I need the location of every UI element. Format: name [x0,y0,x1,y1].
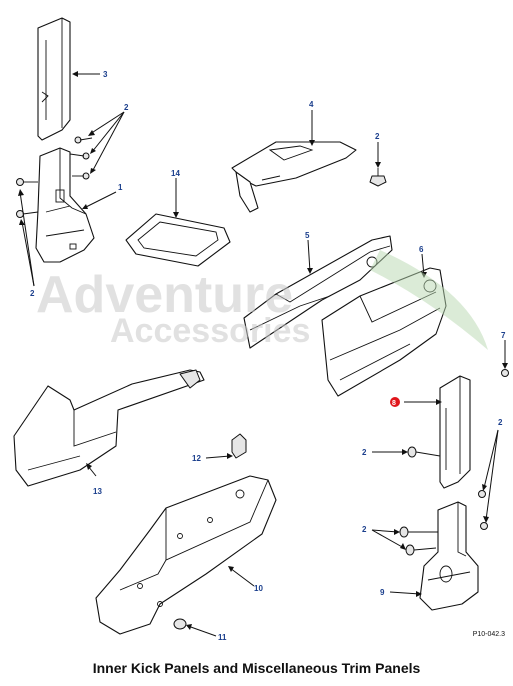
screw-7 [501,369,509,377]
leader-lines [18,71,508,637]
callout-1: 1 [118,183,123,192]
callout-8-highlight [390,397,400,407]
callout-2: 2 [362,448,367,457]
callout-11: 11 [218,633,227,642]
callout-3: 3 [103,70,108,79]
part-9-lower-kick-panel-right [419,501,479,611]
callout-10: 10 [254,584,263,593]
part-10-lower-panel [95,475,277,635]
callout-2: 2 [375,132,380,141]
part-13-side-panel [13,369,205,487]
callout-2: 2 [124,103,129,112]
callout-7: 7 [501,331,506,340]
screw-4 [369,168,387,187]
callout-6: 6 [419,245,424,254]
part-12-clip [231,433,247,459]
part-14-seal-frame [125,213,231,267]
drawing-code: P10-042.3 [472,631,505,638]
callout-8: 8 [392,400,396,407]
part-1-lower-kick-panel [35,147,95,263]
part-8-upper-kick-panel-right [439,375,471,489]
part-11-plug [173,618,187,630]
callout-13: 13 [93,487,102,496]
callout-12: 12 [192,454,201,463]
callout-9: 9 [380,588,385,597]
callout-4: 4 [309,100,314,109]
screw-group-upper-left [16,136,93,218]
diagram-caption: Inner Kick Panels and Miscellaneous Trim… [92,660,421,676]
callout-5: 5 [305,231,310,240]
callouts: 3 2 1 2 4 2 14 5 6 7 8 2 2 13 12 2 10 11… [30,70,506,642]
part-3-upper-kick-panel [37,17,71,141]
callout-2: 2 [30,289,35,298]
callout-2: 2 [362,525,367,534]
callout-14: 14 [171,169,180,178]
part-4-bracket [231,141,357,213]
callout-2: 2 [498,418,503,427]
